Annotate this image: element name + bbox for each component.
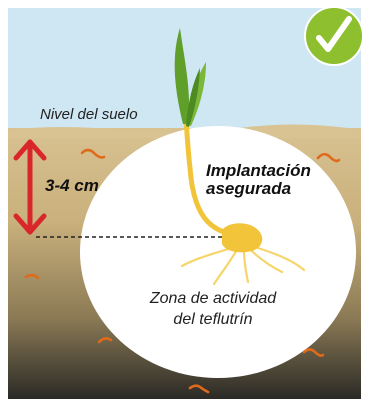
zone-label: Zona de actividad del teflutrín (128, 288, 298, 330)
depth-label: 3-4 cm (45, 176, 99, 195)
implantation-label: Implantación asegurada (206, 162, 311, 198)
implantation-line-1: Implantación (206, 161, 311, 180)
seed-icon (222, 223, 263, 253)
checkmark-icon (304, 6, 364, 66)
ground-level-label: Nivel del suelo (40, 106, 138, 123)
wireworm-icon (24, 148, 341, 394)
double-arrow-icon (13, 139, 47, 235)
implantation-line-2: asegurada (206, 179, 292, 198)
soil-surface (8, 124, 361, 138)
zone-line-2: del teflutrín (173, 311, 253, 328)
zone-line-1: Zona de actividad (149, 290, 277, 307)
